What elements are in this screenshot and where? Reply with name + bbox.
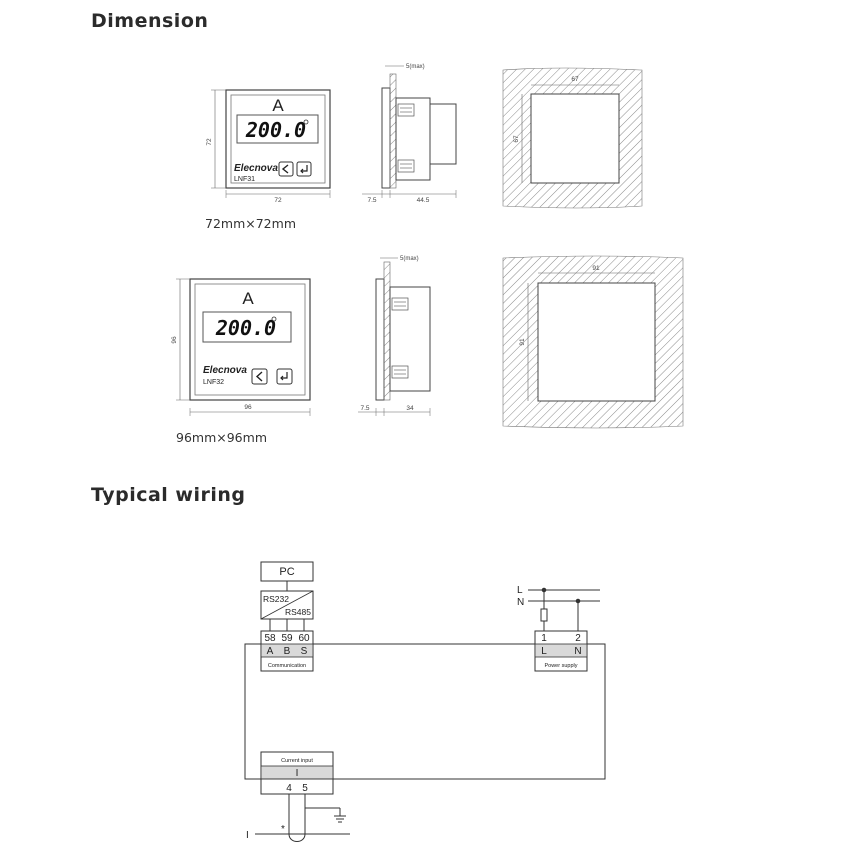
power-signal-l: L [541, 646, 547, 657]
current-terminal-5: 5 [302, 783, 308, 794]
supply-line-n: N [517, 597, 524, 608]
model-1-back-button[interactable] [278, 161, 294, 177]
model-2-body-depth: 34 [406, 405, 414, 412]
model-2-enter-button[interactable] [276, 368, 293, 385]
power-supply-label: Power supply [544, 663, 577, 669]
comm-terminal-60: 60 [298, 633, 310, 644]
model-1-model-number: LNF31 [234, 176, 255, 183]
comm-signal-s: S [301, 646, 308, 657]
dimension-heading: Dimension [91, 10, 209, 32]
model-1-front-view: A 200.0 Elecnova LNF31 72 72 [206, 89, 331, 204]
model-1-display-reading: 200.0 [245, 118, 306, 142]
current-terminal-4: 4 [286, 783, 292, 794]
model-1-panel-thickness: 5(max) [406, 64, 425, 70]
ct-primary-label: I [246, 830, 249, 841]
fuse-icon [540, 608, 548, 622]
model-2-display-reading: 200.0 [215, 316, 276, 340]
model-1-body-depth: 44.5 [417, 197, 430, 204]
model-2-unit-label: A [242, 289, 254, 308]
model-1-height-dimension: 72 [206, 138, 213, 146]
power-signal-n: N [574, 646, 581, 657]
meter-body-outline [244, 643, 606, 780]
wiring-labels: PC RS232 RS485 58 59 60 A B S Communicat… [246, 566, 582, 841]
model-2-height-dimension: 96 [171, 336, 178, 344]
wiring-diagram [244, 561, 606, 842]
model-1-cutout-width: 67 [571, 76, 579, 83]
pc-label: PC [279, 566, 294, 578]
model-2-side-view: 5(max) 7.5 34 [358, 256, 431, 416]
model-2-front-depth: 7.5 [360, 405, 369, 412]
model-2-panel-thickness: 5(max) [400, 256, 419, 262]
model-1-front-depth: 7.5 [367, 197, 376, 204]
model-1-side-view: 5(max) 7.5 44.5 [362, 64, 457, 204]
chevron-left-icon [255, 371, 263, 382]
current-signal-i: I [296, 768, 299, 779]
chevron-left-icon [281, 164, 289, 174]
model-1-comm-indicator-icon [303, 119, 309, 125]
supply-line-l: L [517, 585, 523, 596]
model-1-width-dimension: 72 [274, 197, 282, 204]
model-2-panel-cutout: 91 91 [502, 255, 684, 429]
model-2-width-dimension: 96 [244, 404, 252, 411]
model-2-front-view: A 200.0 Elecnova LNF32 96 96 [171, 278, 311, 416]
model-2-back-button[interactable] [251, 368, 268, 385]
comm-terminal-59: 59 [281, 633, 293, 644]
ground-icon [334, 815, 346, 823]
current-input-label: Current input [281, 758, 313, 764]
model-1-enter-button[interactable] [296, 161, 312, 177]
rs232-label: RS232 [263, 594, 289, 604]
model-1-panel-cutout: 67 67 [502, 67, 643, 209]
model-1-brand-logo: Elecnova [234, 163, 278, 174]
wiring-heading: Typical wiring [91, 484, 246, 506]
model-2-comm-indicator-icon [271, 316, 277, 322]
model-2-size-caption: 96mm×96mm [176, 430, 267, 445]
power-terminal-2: 2 [575, 633, 581, 644]
model-1-unit-label: A [272, 96, 284, 115]
ct-polarity-mark: * [281, 824, 285, 835]
comm-signal-b: B [284, 646, 291, 657]
model-2-brand-logo: Elecnova [203, 365, 247, 376]
enter-return-icon [300, 165, 308, 174]
model-1-size-caption: 72mm×72mm [205, 216, 296, 231]
model-2-model-number: LNF32 [203, 379, 224, 386]
model-1-cutout-height: 67 [513, 135, 520, 143]
communication-label: Communication [268, 663, 306, 669]
comm-terminal-58: 58 [264, 633, 276, 644]
current-transformer-icon [288, 833, 306, 842]
power-terminal-1: 1 [541, 633, 547, 644]
rs485-label: RS485 [285, 607, 311, 617]
enter-return-icon [280, 372, 288, 381]
comm-signal-a: A [267, 646, 274, 657]
model-2-cutout-height: 91 [519, 338, 526, 346]
model-2-cutout-width: 91 [592, 265, 600, 272]
